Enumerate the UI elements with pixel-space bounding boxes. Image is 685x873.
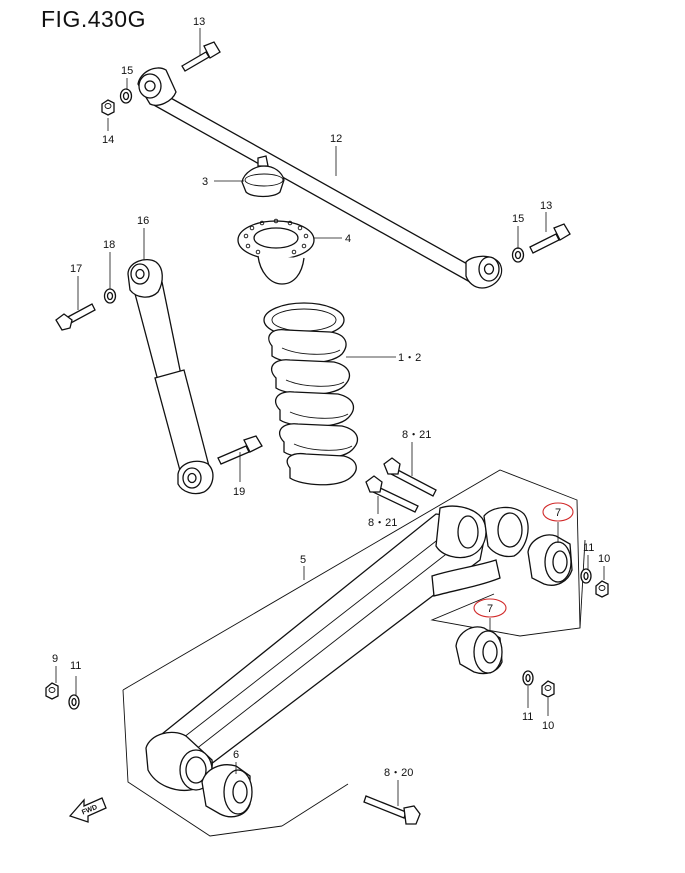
- callout-11-right-upper: 11: [583, 542, 594, 554]
- nut-9[interactable]: [45, 682, 59, 700]
- bump-stop[interactable]: [241, 155, 285, 198]
- washer-11-right-upper[interactable]: [580, 568, 592, 584]
- washer-11-right-lower[interactable]: [522, 670, 534, 686]
- lateral-rod-left-eye: [137, 67, 177, 106]
- shock-absorber[interactable]: [127, 259, 214, 495]
- highlight-ring-7-lower: [473, 598, 507, 618]
- coil-spring[interactable]: [263, 302, 359, 486]
- callout-14: 14: [102, 134, 114, 146]
- callout-7-upper: 7: [555, 507, 561, 519]
- callout-6: 6: [233, 749, 239, 761]
- callout-13-top: 13: [193, 16, 205, 28]
- callout-10-right-lower: 10: [542, 720, 554, 732]
- nut-10-right-lower[interactable]: [541, 680, 555, 698]
- callout-11-right-lower: 11: [522, 711, 533, 723]
- callout-15-right: 15: [512, 213, 524, 225]
- callout-7-lower: 7: [487, 603, 493, 615]
- callout-10-right-upper: 10: [598, 553, 610, 565]
- nut-14[interactable]: [101, 99, 115, 116]
- callout-11-left: 11: [70, 660, 81, 672]
- callout-4: 4: [345, 233, 351, 245]
- bolt-8-20[interactable]: [363, 795, 421, 825]
- leader-lines: [55, 28, 605, 806]
- callout-labels: 13 15 14 12 3 4 15 13 16 18 17 1・2 8・21 …: [52, 16, 610, 779]
- callout-8-21-lower: 8・21: [368, 517, 397, 529]
- bushing-7-lower[interactable]: [455, 626, 503, 675]
- washer-15-top[interactable]: [119, 88, 133, 104]
- lateral-rod[interactable]: [137, 67, 503, 289]
- bolt-8-21-lower[interactable]: [365, 475, 419, 513]
- callout-8-20: 8・20: [384, 767, 413, 779]
- spring-seat-holes: [243, 218, 309, 255]
- callout-12: 12: [330, 133, 342, 145]
- callout-9: 9: [52, 653, 58, 665]
- trailing-arm[interactable]: [145, 505, 529, 792]
- callout-5: 5: [300, 554, 306, 566]
- shock-upper-eye: [127, 259, 163, 298]
- washer-18[interactable]: [103, 288, 117, 304]
- callout-13-right: 13: [540, 200, 552, 212]
- bolt-17[interactable]: [55, 303, 96, 331]
- shock-lower-eye: [177, 460, 214, 495]
- callout-15-top: 15: [121, 65, 133, 77]
- bushing-7-upper[interactable]: [527, 534, 573, 586]
- callout-3: 3: [202, 176, 208, 188]
- washer-11-left[interactable]: [68, 694, 80, 710]
- callout-1-2: 1・2: [398, 352, 421, 364]
- trailing-arm-group-box: [122, 469, 586, 837]
- spring-seat[interactable]: [237, 218, 315, 285]
- bolt-19[interactable]: [217, 435, 263, 465]
- bushing-6[interactable]: [201, 764, 253, 818]
- highlight-ring-7-upper: [542, 502, 574, 522]
- bolt-13-top[interactable]: [181, 41, 221, 72]
- callout-16: 16: [137, 215, 149, 227]
- washer-15-right[interactable]: [511, 247, 525, 263]
- callout-17: 17: [70, 263, 82, 275]
- bolt-13-right[interactable]: [529, 223, 571, 254]
- callout-18: 18: [103, 239, 115, 251]
- bolt-8-21-upper[interactable]: [383, 457, 437, 497]
- callout-19: 19: [233, 486, 245, 498]
- lateral-rod-right-eye: [465, 255, 503, 289]
- figure-title: FIG.430G: [41, 6, 146, 32]
- callout-8-21-upper: 8・21: [402, 429, 431, 441]
- nut-10-right-upper[interactable]: [595, 580, 609, 598]
- fwd-arrow-icon: FWD: [68, 797, 107, 823]
